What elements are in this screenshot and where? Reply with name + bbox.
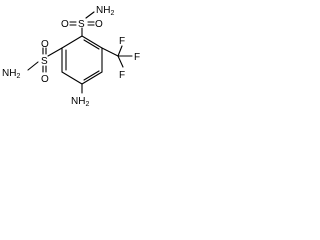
nh2-bottom-subscript: 2 xyxy=(85,101,89,108)
nh2-top-main: NH xyxy=(96,5,110,16)
atom-o-left-bottom: O xyxy=(41,74,49,85)
atom-s-left: S xyxy=(41,56,48,67)
atom-f-top: F xyxy=(119,36,125,47)
atom-nh2-left: NH2 xyxy=(2,68,20,80)
bond-ring-to-s-left xyxy=(47,47,63,57)
top-sulfonamide-group: S O O NH2 xyxy=(61,5,114,37)
atom-f-bottom: F xyxy=(119,70,125,81)
ring-bond-6 xyxy=(61,35,83,49)
atom-s-top: S xyxy=(78,19,85,30)
ring-bond-5 xyxy=(81,35,103,49)
left-sulfonamide-group: S O O NH2 xyxy=(2,39,63,85)
bond-s-left-to-nh2 xyxy=(27,61,39,71)
chemical-structure-diagram: S O O NH2 S O O NH2 NH2 F F F xyxy=(2,5,140,108)
atom-o-top-right: O xyxy=(95,19,103,30)
bottom-amino-group: NH2 xyxy=(71,83,89,108)
atom-f-right: F xyxy=(134,52,140,63)
ring-double-bond-2 xyxy=(83,70,100,81)
bond-ring-to-cf3 xyxy=(101,47,119,57)
atom-o-top-left: O xyxy=(61,19,69,30)
nh2-top-subscript: 2 xyxy=(110,10,114,17)
atom-nh2-bottom: NH2 xyxy=(71,96,89,108)
trifluoromethyl-group: F F F xyxy=(101,36,140,81)
bond-cf3-to-f-top xyxy=(117,45,123,57)
nh2-left-subscript: 2 xyxy=(16,73,20,80)
benzene-ring xyxy=(61,35,103,85)
ring-double-bond-3 xyxy=(83,39,100,50)
nh2-left-main: NH xyxy=(2,68,16,79)
bond-s-top-to-nh2 xyxy=(85,11,95,19)
ring-bond-3 xyxy=(81,71,103,85)
ring-bond-2 xyxy=(61,71,83,85)
nh2-bottom-main: NH xyxy=(71,96,85,107)
atom-nh2-top: NH2 xyxy=(96,5,114,17)
atom-o-left-top: O xyxy=(41,39,49,50)
bond-cf3-to-f-bottom xyxy=(117,55,124,68)
